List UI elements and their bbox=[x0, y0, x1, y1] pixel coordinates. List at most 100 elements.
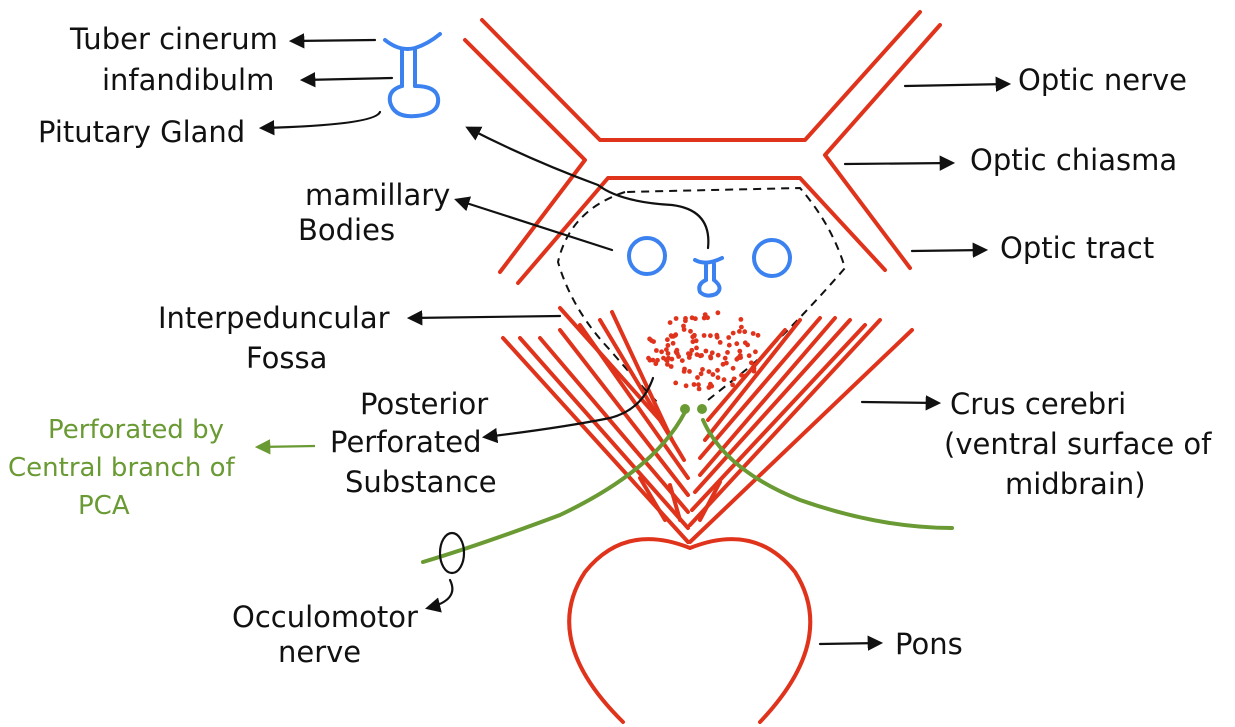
perforated-dot bbox=[723, 356, 728, 361]
perforated-dot bbox=[704, 349, 709, 354]
perforated-dot bbox=[661, 356, 666, 361]
label-fossa: Fossa bbox=[246, 341, 327, 375]
label-interpeduncular: Interpeduncular bbox=[158, 301, 390, 335]
perforated-dot bbox=[687, 369, 692, 374]
perforated-dot bbox=[739, 325, 744, 330]
label-midbrain: midbrain) bbox=[1005, 467, 1146, 501]
perforated-dot bbox=[659, 349, 664, 354]
perforated-dot bbox=[694, 346, 699, 351]
perforated-dot bbox=[739, 317, 744, 322]
perforated-dot bbox=[654, 348, 659, 353]
perforated-dot bbox=[751, 331, 756, 336]
perforated-dot bbox=[716, 353, 721, 358]
perforated-dot bbox=[668, 320, 673, 325]
optic-pathway bbox=[465, 12, 940, 283]
small-pituitary-icon bbox=[695, 258, 722, 296]
perforated-dot bbox=[707, 369, 712, 374]
perforated-dot bbox=[683, 316, 688, 321]
perforated-dot bbox=[671, 341, 676, 346]
mamillary-bodies bbox=[629, 238, 790, 276]
perforated-dot bbox=[751, 365, 756, 370]
perforated-dot bbox=[682, 327, 687, 332]
perforated-dot bbox=[700, 367, 705, 372]
perforated-dot bbox=[673, 381, 678, 386]
perforated-dot bbox=[731, 366, 736, 371]
perforated-dot bbox=[743, 340, 748, 345]
perforated-dot bbox=[727, 343, 732, 348]
perforated-dot bbox=[756, 333, 761, 338]
perforated-dot bbox=[691, 339, 696, 344]
label-crus-cerebri: Crus cerebri bbox=[950, 387, 1126, 421]
perforated-dot bbox=[726, 335, 731, 340]
perforated-dot bbox=[718, 340, 723, 345]
label-optic-tract: Optic tract bbox=[1000, 231, 1154, 265]
perforated-dot bbox=[647, 337, 652, 342]
perforated-dot bbox=[684, 383, 689, 388]
label-posterior: Posterior bbox=[360, 387, 488, 421]
perforated-dot bbox=[708, 382, 713, 387]
optic-nerve-right-inner bbox=[825, 25, 940, 268]
perforated-dot bbox=[664, 347, 669, 352]
perforated-dot bbox=[674, 350, 679, 355]
perforated-dot bbox=[673, 333, 678, 338]
perforated-dot bbox=[665, 337, 670, 342]
perforated-dot bbox=[692, 333, 697, 338]
perforated-dot bbox=[670, 357, 675, 362]
perforated-dot bbox=[695, 352, 700, 357]
perforated-dot bbox=[716, 375, 721, 380]
perforated-dot bbox=[692, 382, 697, 387]
label-mamillary: mamillary bbox=[305, 178, 450, 212]
perforated-dot bbox=[732, 377, 737, 382]
perforated-dot bbox=[666, 343, 671, 348]
pons-outline bbox=[569, 539, 810, 722]
perforated-dot bbox=[731, 331, 736, 336]
annotation-arrows bbox=[258, 40, 1008, 644]
perforated-dot bbox=[742, 329, 747, 334]
perforated-dot bbox=[688, 352, 693, 357]
labels: Tuber cinerum infandibulm Pitutary Gland… bbox=[8, 22, 1212, 669]
perforated-dot bbox=[711, 372, 716, 377]
perforated-dot bbox=[749, 360, 754, 365]
perforated-dot bbox=[702, 333, 707, 338]
perforated-dot bbox=[674, 316, 679, 321]
label-optic-chiasma: Optic chiasma bbox=[970, 143, 1177, 177]
label-central-branch: Central branch of bbox=[8, 453, 235, 483]
perforated-dot bbox=[682, 369, 687, 374]
perforated-dot bbox=[695, 375, 700, 380]
perforated-dot bbox=[680, 358, 685, 363]
perforated-dot bbox=[669, 364, 674, 369]
perforated-dot bbox=[743, 374, 748, 379]
label-perforated-by: Perforated by bbox=[48, 415, 224, 445]
perforated-dot bbox=[737, 349, 742, 354]
perforated-dot bbox=[708, 333, 713, 338]
perforated-dot bbox=[646, 356, 651, 361]
perforated-dot bbox=[699, 371, 704, 376]
perforated-dot bbox=[721, 362, 726, 367]
perforated-dot bbox=[753, 349, 758, 354]
label-bodies: Bodies bbox=[298, 213, 395, 247]
perforated-dot bbox=[697, 387, 702, 392]
label-perforated: Perforated bbox=[330, 425, 482, 459]
perforated-dot bbox=[734, 341, 739, 346]
perforated-dot bbox=[696, 382, 701, 387]
perforated-dot bbox=[737, 329, 742, 334]
label-pons: Pons bbox=[895, 627, 963, 661]
label-ventral-surface: (ventral surface of bbox=[944, 427, 1212, 461]
perforated-dot bbox=[738, 353, 743, 358]
crus-cerebri-left bbox=[503, 308, 688, 542]
label-infandibulm: infandibulm bbox=[102, 63, 274, 97]
label-pitutary-gland: Pitutary Gland bbox=[38, 115, 245, 149]
perforated-dot bbox=[716, 310, 721, 315]
perforated-dot bbox=[715, 368, 720, 373]
perforated-dot bbox=[688, 329, 693, 334]
perforated-dot bbox=[714, 333, 719, 338]
perforated-dot bbox=[725, 350, 730, 355]
label-pca: PCA bbox=[78, 491, 130, 521]
label-substance: Substance bbox=[345, 465, 497, 499]
perforated-dot bbox=[703, 312, 708, 317]
label-occulomotor: Occulomotor bbox=[232, 600, 418, 634]
label-optic-nerve: Optic nerve bbox=[1018, 63, 1187, 97]
perforated-dot bbox=[722, 377, 727, 382]
